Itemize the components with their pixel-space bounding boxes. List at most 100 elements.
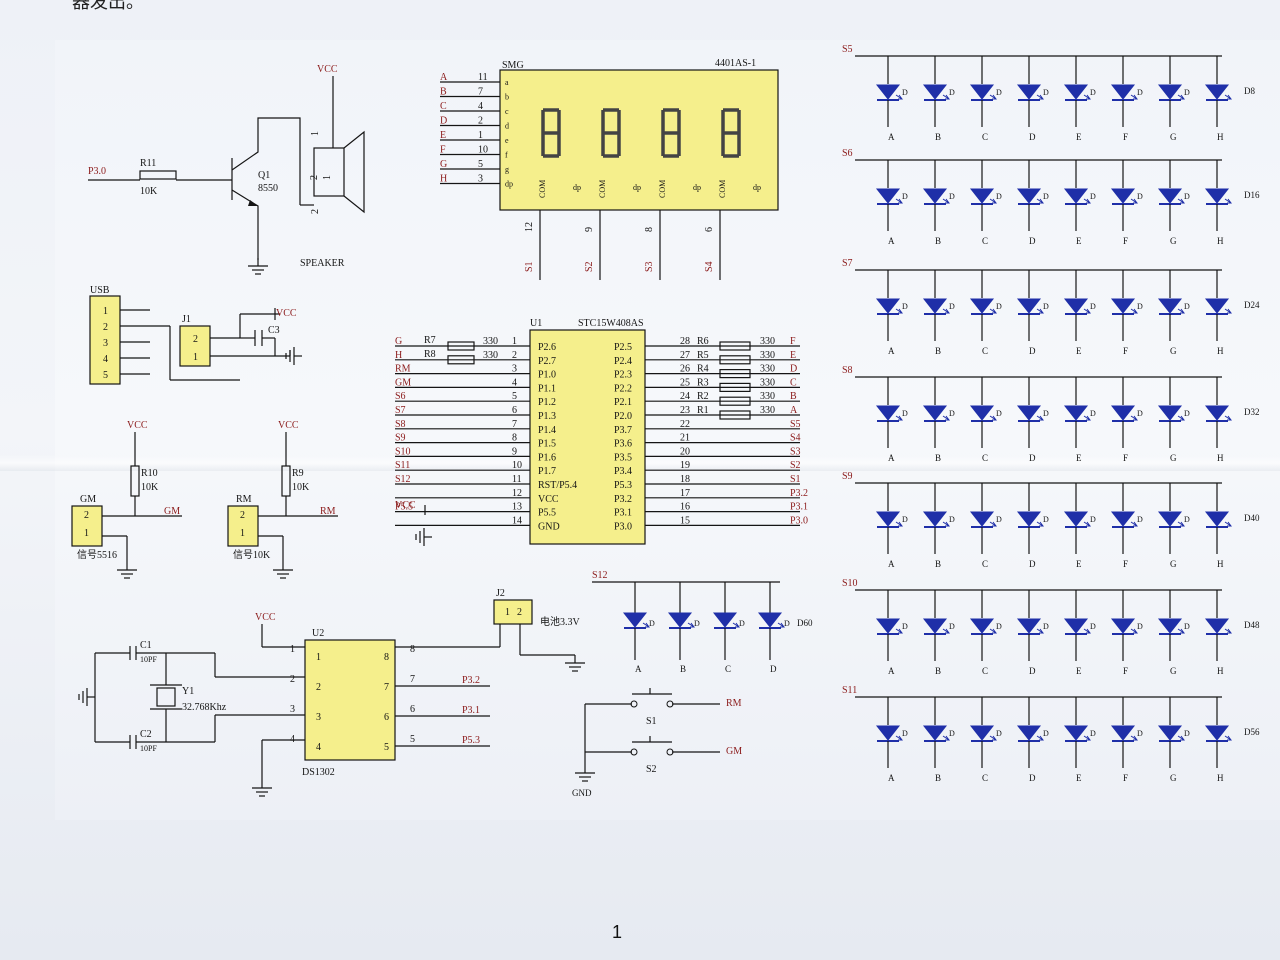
led-s9 (922, 511, 948, 527)
led-label: D (1184, 729, 1190, 738)
led-s6 (922, 188, 948, 204)
crystal-y1 (156, 687, 176, 707)
mcu-left-net: S12 (395, 474, 411, 485)
mcu-left-net: RM (395, 364, 411, 375)
led-label: D (1184, 515, 1190, 524)
led-label: D (1137, 302, 1143, 311)
led-col-label: F (1123, 559, 1128, 569)
j1-pin: 1 (193, 352, 198, 363)
led-label: D (1090, 729, 1096, 738)
led-s7-arrow (895, 308, 903, 314)
sensor-r-ref: R9 (292, 468, 304, 479)
mcu-r-val: 330 (760, 350, 775, 361)
led-s8 (1016, 405, 1042, 421)
rtc-net: P3.2 (462, 675, 480, 686)
mcu-pin-num: 22 (680, 419, 690, 430)
mcu-pin-name: GND (538, 521, 560, 532)
mcu-r-ref: R1 (697, 405, 709, 416)
mcu-r-val: 330 (483, 336, 498, 347)
resistor-r2 (719, 396, 751, 406)
mcu-right-net: P3.2 (790, 488, 808, 499)
led-s7 (1157, 298, 1183, 314)
y1-value: 32.768Khz (182, 702, 227, 713)
mcu-right-net: P3.0 (790, 515, 808, 526)
battery-label: 电池3.3V (540, 615, 581, 628)
resistor-r10 (130, 465, 140, 497)
led-last-label: D8 (1244, 86, 1255, 96)
led-col-label: A (888, 773, 895, 783)
seg-pin-name: g (505, 165, 509, 174)
mcu-pin-name: P1.1 (538, 383, 556, 394)
led-label: D (1090, 302, 1096, 311)
led-label: D (949, 729, 955, 738)
mcu-pin-num: 2 (512, 350, 517, 361)
mcu-pin-num: 1 (512, 336, 517, 347)
led-s11-arrow (895, 735, 903, 741)
led-s7-arrow (1224, 308, 1232, 314)
rtc-pin-outer: 3 (290, 704, 295, 715)
led-col-label: A (635, 664, 642, 674)
led-col-label: C (982, 346, 988, 356)
led-label: D (949, 515, 955, 524)
led-col-label: C (725, 664, 731, 674)
led-s9 (1110, 511, 1136, 527)
led-s11 (969, 725, 995, 741)
rtc-ref: U2 (312, 628, 324, 639)
led-label: D (902, 302, 908, 311)
led-col-label: A (888, 666, 895, 676)
sensor-desc: 信号10K (233, 549, 271, 561)
c2-label: C2 (140, 729, 152, 740)
led-label: D (1043, 409, 1049, 418)
led-s10-arrow (1224, 628, 1232, 634)
led-col-label: C (982, 236, 988, 246)
resistor-r5 (719, 355, 751, 365)
mcu-left-net: H (395, 350, 402, 361)
mcu-right-net: D (790, 364, 797, 375)
resistor-r11 (139, 170, 177, 180)
led-s7 (875, 298, 901, 314)
mcu-pin-name: P5.5 (538, 508, 556, 519)
led-s10 (1063, 618, 1089, 634)
led-s6-arrow (1036, 198, 1044, 204)
led-s11-arrow (1177, 735, 1185, 741)
led-s12 (622, 612, 648, 628)
rtc-pin: 7 (384, 682, 389, 693)
led-col-label: A (888, 236, 895, 246)
led-s10 (1157, 618, 1183, 634)
mcu-pin-name: P3.0 (614, 521, 632, 532)
seg-net-D: D (440, 116, 447, 127)
mcu-left-net: S6 (395, 391, 406, 402)
mcu-left-net: S11 (395, 460, 410, 471)
led-col-label: F (1123, 666, 1128, 676)
led-label: D (1043, 515, 1049, 524)
led-col-label: B (935, 773, 941, 783)
mcu-right-net: S4 (790, 433, 801, 444)
led-col-label: H (1217, 666, 1224, 676)
led-s5 (1063, 84, 1089, 100)
led-label: D (996, 409, 1002, 418)
led-col-label: G (1170, 453, 1177, 463)
led-s8 (875, 405, 901, 421)
mcu-r-val: 330 (760, 336, 775, 347)
led-col-label: H (1217, 773, 1224, 783)
led-label: D (1090, 88, 1096, 97)
usb-pin: 2 (103, 322, 108, 333)
led-s7 (1016, 298, 1042, 314)
rtc-pin-outer: 5 (410, 734, 415, 745)
led-s9 (875, 511, 901, 527)
speaker-pin: 1 (310, 131, 321, 136)
seg-pin-name: f (505, 151, 508, 160)
port-label-p30: P3.0 (88, 166, 106, 177)
led-s10-arrow (1083, 628, 1091, 634)
led-col-label: E (1076, 132, 1082, 142)
rtc-pin: 5 (384, 742, 389, 753)
led-s5-arrow (942, 94, 950, 100)
seg-net-E: E (440, 130, 446, 141)
led-s7 (922, 298, 948, 314)
led-s5-arrow (1036, 94, 1044, 100)
mcu-r-val: 330 (760, 377, 775, 388)
led-label: D (1137, 622, 1143, 631)
mcu-pin-name: P1.3 (538, 411, 556, 422)
led-row-net: S5 (842, 44, 853, 55)
